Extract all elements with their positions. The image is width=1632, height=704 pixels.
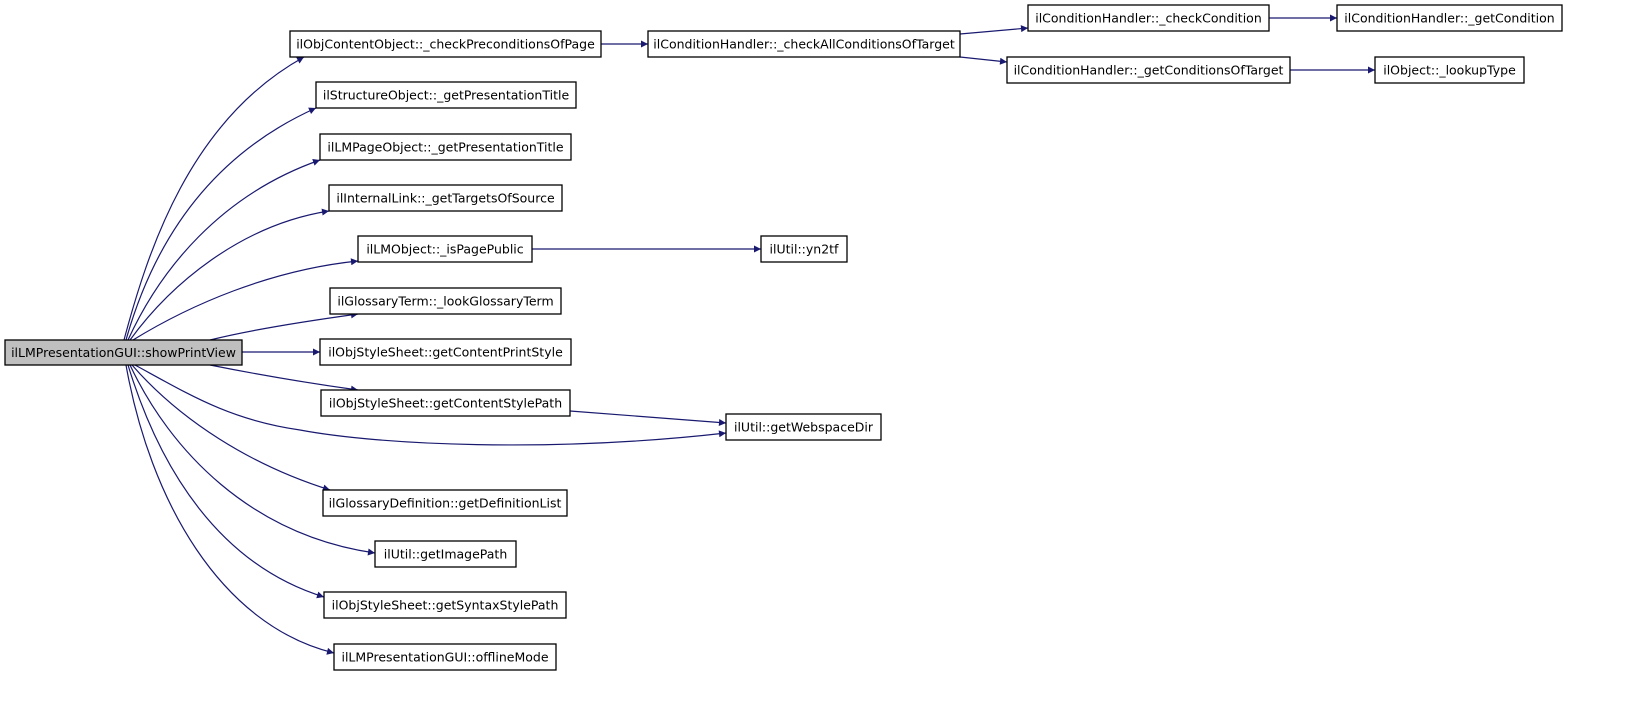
function-node[interactable]: ilObjStyleSheet::getContentStylePath	[320, 389, 571, 417]
function-node-label: ilLMPresentationGUI::offlineMode	[341, 650, 548, 665]
function-node-label: ilGlossaryTerm::_lookGlossaryTerm	[337, 294, 553, 309]
function-node-box[interactable]	[374, 540, 517, 568]
function-node[interactable]: ilGlossaryTerm::_lookGlossaryTerm	[329, 287, 562, 315]
function-node[interactable]: ilUtil::getWebspaceDir	[725, 413, 882, 441]
function-node-box[interactable]	[315, 81, 577, 109]
function-node-label: ilLMObject::_isPagePublic	[366, 242, 523, 257]
function-node[interactable]: ilLMPresentationGUI::offlineMode	[333, 643, 557, 671]
function-node-box[interactable]	[333, 643, 557, 671]
call-edge	[209, 311, 359, 341]
function-node-box[interactable]	[1027, 4, 1270, 32]
function-node[interactable]: ilConditionHandler::_getCondition	[1336, 4, 1563, 32]
call-edge	[132, 258, 359, 341]
call-edge	[569, 410, 727, 426]
function-node-box[interactable]	[320, 389, 571, 417]
function-node-label: ilObjContentObject::_checkPreconditionsO…	[296, 37, 595, 52]
function-node-label: ilLMPresentationGUI::showPrintView	[11, 345, 236, 360]
function-node-box[interactable]	[329, 287, 562, 315]
function-node-box[interactable]	[1336, 4, 1563, 32]
call-edge	[134, 364, 727, 446]
function-node-label: ilConditionHandler::_checkAllConditionsO…	[653, 37, 955, 52]
function-node-box[interactable]	[4, 339, 243, 366]
function-node[interactable]: ilLMObject::_isPagePublic	[357, 235, 533, 263]
function-node-box[interactable]	[319, 338, 572, 366]
function-node-label: ilConditionHandler::_getCondition	[1344, 11, 1554, 26]
function-node-box[interactable]	[760, 235, 848, 263]
function-node-label: ilUtil::getWebspaceDir	[734, 420, 874, 435]
function-node-box[interactable]	[319, 133, 572, 161]
function-node-label: ilStructureObject::_getPresentationTitle	[323, 88, 570, 103]
function-node-label: ilConditionHandler::_checkCondition	[1035, 11, 1262, 26]
function-node-box[interactable]	[289, 30, 602, 58]
function-node[interactable]: ilObjStyleSheet::getContentPrintStyle	[319, 338, 572, 366]
function-node[interactable]: ilObject::_lookupType	[1374, 56, 1525, 84]
function-node[interactable]: ilUtil::yn2tf	[760, 235, 848, 263]
function-node[interactable]: ilConditionHandler::_checkCondition	[1027, 4, 1270, 32]
function-node[interactable]: ilUtil::getImagePath	[374, 540, 517, 568]
call-edge	[127, 364, 325, 599]
function-node[interactable]: ilConditionHandler::_checkAllConditionsO…	[647, 30, 961, 58]
function-node-box[interactable]	[647, 30, 961, 58]
function-node[interactable]: ilGlossaryDefinition::getDefinitionList	[322, 489, 568, 517]
function-node-label: ilConditionHandler::_getConditionsOfTarg…	[1014, 63, 1284, 78]
call-edge	[129, 208, 330, 341]
function-node[interactable]: ilStructureObject::_getPresentationTitle	[315, 81, 577, 109]
function-node-label: ilUtil::yn2tf	[770, 242, 840, 257]
function-node-box[interactable]	[328, 184, 563, 212]
function-node-label: ilUtil::getImagePath	[384, 547, 508, 562]
function-node-box[interactable]	[1006, 56, 1291, 84]
edges-layer	[123, 14, 1375, 655]
function-node[interactable]: ilObjContentObject::_checkPreconditionsO…	[289, 30, 602, 58]
function-node-box[interactable]	[725, 413, 882, 441]
call-edge	[127, 159, 321, 341]
function-node-label: ilInternalLink::_getTargetsOfSource	[336, 191, 555, 206]
function-node[interactable]: ilLMPageObject::_getPresentationTitle	[319, 133, 572, 161]
call-edge	[959, 56, 1008, 65]
function-node-label: ilLMPageObject::_getPresentationTitle	[327, 140, 563, 155]
call-edge	[129, 364, 376, 556]
function-node[interactable]: ilConditionHandler::_getConditionsOfTarg…	[1006, 56, 1291, 84]
function-node[interactable]: ilInternalLink::_getTargetsOfSource	[328, 184, 563, 212]
function-node-label: ilObjStyleSheet::getContentPrintStyle	[328, 345, 563, 360]
function-node[interactable]: ilLMPresentationGUI::showPrintView	[4, 339, 243, 366]
function-node-label: ilObject::_lookupType	[1383, 63, 1516, 78]
function-node-label: ilObjStyleSheet::getSyntaxStylePath	[332, 598, 559, 613]
function-node[interactable]: ilObjStyleSheet::getSyntaxStylePath	[323, 591, 567, 619]
function-node-label: ilGlossaryDefinition::getDefinitionList	[329, 496, 562, 511]
call-edge	[123, 56, 305, 341]
call-edge	[959, 25, 1029, 35]
function-node-box[interactable]	[1374, 56, 1525, 84]
call-edge	[125, 364, 335, 655]
nodes-layer: ilLMPresentationGUI::showPrintView ilObjC…	[4, 4, 1563, 671]
function-node-box[interactable]	[323, 591, 567, 619]
function-node-label: ilObjStyleSheet::getContentStylePath	[329, 396, 562, 411]
function-node-box[interactable]	[322, 489, 568, 517]
function-node-box[interactable]	[357, 235, 533, 263]
call-edge	[131, 364, 331, 492]
call-edge	[209, 364, 359, 393]
call-edge	[125, 107, 317, 341]
